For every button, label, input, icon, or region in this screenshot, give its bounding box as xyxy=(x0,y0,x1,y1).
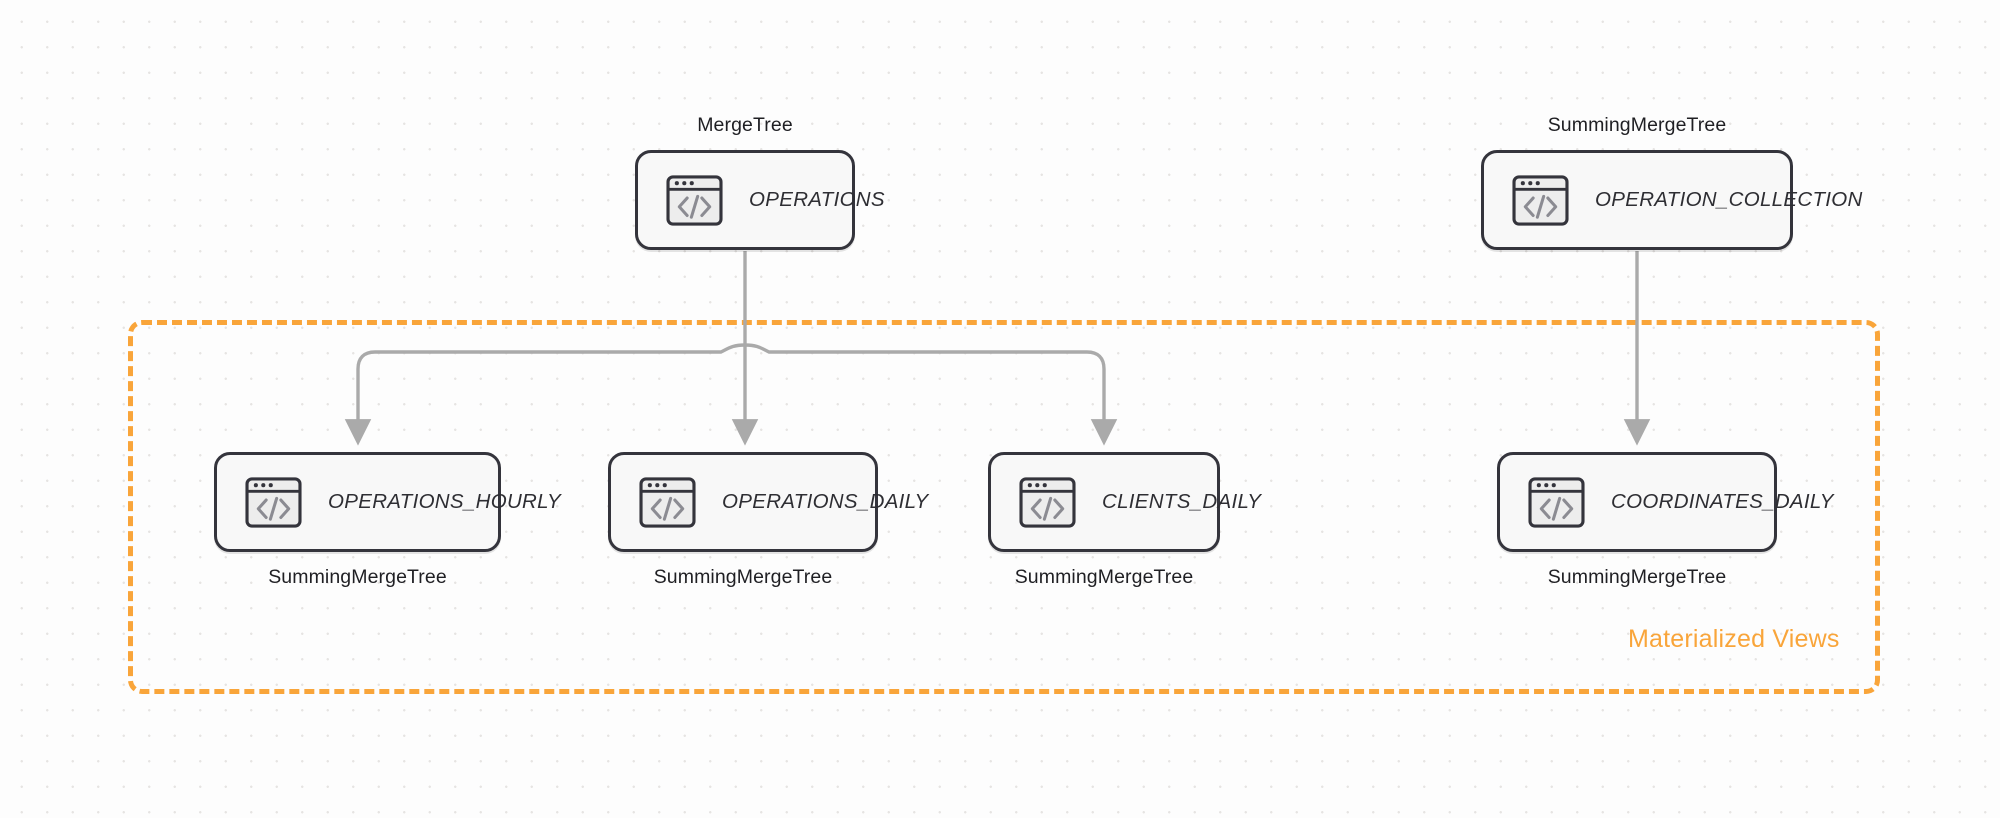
node-title: OPERATION_COLLECTION xyxy=(1595,188,1863,211)
node-operations_hourly[interactable]: OPERATIONS_HOURLY xyxy=(214,452,561,552)
node-coordinates_daily[interactable]: COORDINATES_DAILY xyxy=(1497,452,1833,552)
engine-label-operations: MergeTree xyxy=(697,114,793,136)
code-window-icon xyxy=(1512,174,1569,226)
node-title: OPERATIONS_HOURLY xyxy=(328,490,561,513)
node-operations_daily[interactable]: OPERATIONS_DAILY xyxy=(608,452,928,552)
engine-label-operation_collection: SummingMergeTree xyxy=(1547,114,1727,136)
engine-label-coordinates_daily: SummingMergeTree xyxy=(1547,566,1727,588)
node-title: CLIENTS_DAILY xyxy=(1102,490,1262,513)
node-title: OPERATIONS_DAILY xyxy=(722,490,929,513)
engine-label-operations_hourly: SummingMergeTree xyxy=(268,566,447,588)
engine-label-operations_daily: SummingMergeTree xyxy=(653,566,833,588)
node-operation_collection[interactable]: OPERATION_COLLECTION xyxy=(1481,150,1862,250)
code-window-icon xyxy=(245,476,302,528)
node-title: COORDINATES_DAILY xyxy=(1611,490,1834,513)
code-window-icon xyxy=(666,174,723,226)
materialized-views-group xyxy=(128,320,1880,694)
code-window-icon xyxy=(1528,476,1585,528)
node-title: OPERATIONS xyxy=(749,188,885,211)
code-window-icon xyxy=(639,476,696,528)
engine-label-clients_daily: SummingMergeTree xyxy=(1014,566,1194,588)
node-clients_daily[interactable]: CLIENTS_DAILY xyxy=(988,452,1261,552)
code-window-icon xyxy=(1019,476,1076,528)
node-operations[interactable]: OPERATIONS xyxy=(635,150,885,250)
materialized-views-label: Materialized Views xyxy=(1628,625,1840,653)
